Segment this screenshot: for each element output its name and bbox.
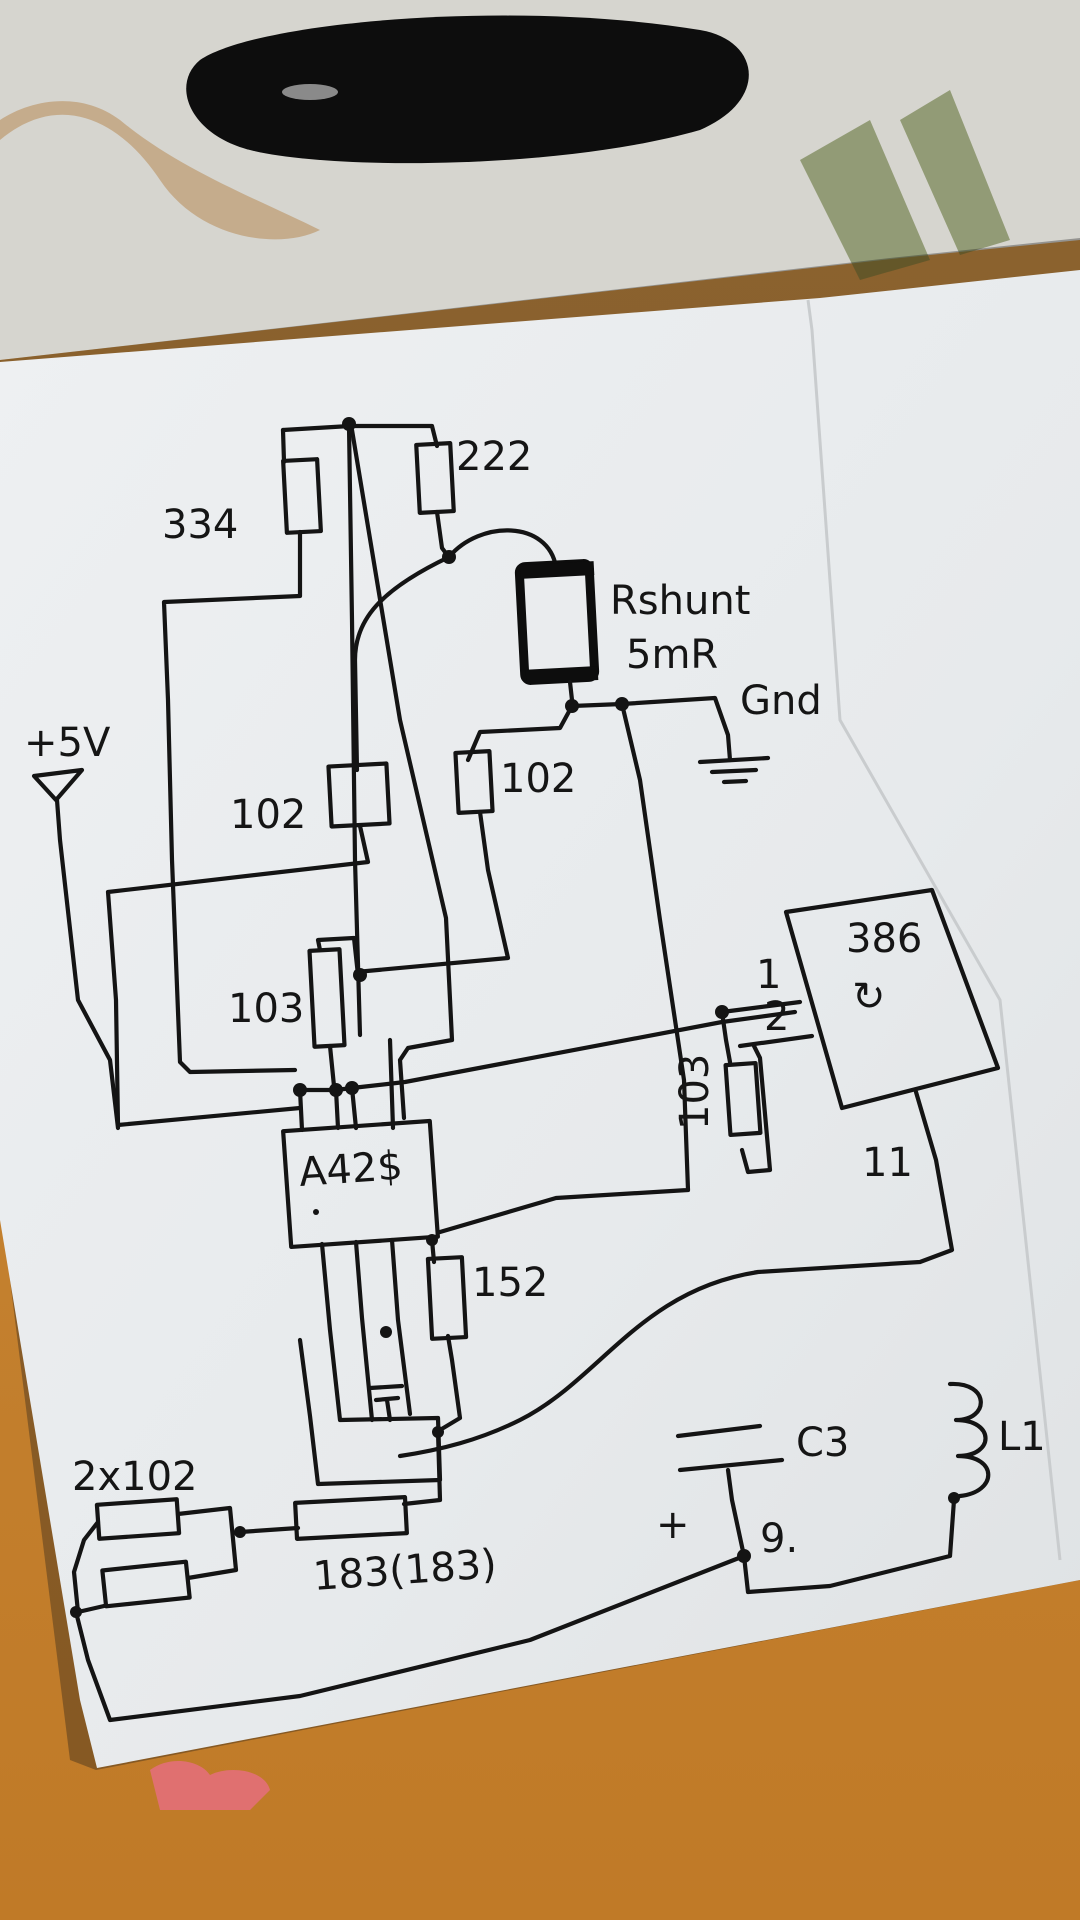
wire-pin2: [737, 1033, 815, 1049]
label-334: 334: [162, 502, 238, 548]
wire-shunt-right-down: [437, 701, 691, 1235]
resistor-183: [293, 1495, 409, 1541]
wire-334-down: [161, 529, 303, 1075]
wire-102r-down: [353, 809, 511, 975]
wire-trunk-right: [349, 427, 455, 1121]
label-c3: C3: [796, 1420, 849, 1466]
pen-highlight: [282, 84, 338, 100]
circuit: [31, 417, 1001, 1723]
wire-103l: [315, 935, 361, 1089]
cloth-stripes: [800, 90, 1010, 280]
wire-c3: [725, 1467, 957, 1595]
paper-edge-pink: [150, 1760, 270, 1810]
label-l1: L1: [998, 1414, 1046, 1460]
wire-2x102-bus: [71, 1505, 239, 1615]
inductor-l1: [947, 1381, 991, 1501]
wire-q-bus: [297, 1009, 798, 1093]
wire-pin11: [397, 1089, 955, 1459]
gnd-symbol: [697, 755, 771, 785]
junction-cap: [380, 1326, 392, 1338]
wire-gnd: [569, 695, 733, 763]
label-shunt-value: 5mR: [626, 632, 718, 678]
wire-103r: [719, 1009, 773, 1175]
label-103-right: 103: [672, 1054, 718, 1130]
wire-top-bus: [280, 423, 440, 449]
wire-to-shunt: [446, 528, 559, 570]
label-pin11: 11: [862, 1140, 913, 1186]
wire-334-top: [280, 427, 287, 465]
label-386-symbol: ↻: [852, 974, 886, 1020]
label-gnd: Gnd: [740, 678, 822, 724]
resistor-334: [281, 457, 323, 535]
wire-below-q2: [353, 1237, 413, 1423]
wire-pins: [297, 1037, 396, 1133]
shunt-resistor-cap-bottom: [525, 666, 599, 684]
transistor-body: [281, 1118, 440, 1250]
wire-supply: [54, 797, 121, 1131]
pen: [186, 15, 749, 164]
transistor-dot: [313, 1209, 319, 1215]
label-386: 386: [846, 916, 922, 962]
wire-trunk-left: [346, 423, 363, 1038]
label-plus: +: [656, 1502, 690, 1548]
wire-102l-down: [105, 823, 371, 1128]
resistor-103-right: [723, 1060, 763, 1138]
wire-bottom-loop: [73, 1553, 747, 1723]
wire-222-to-102: [352, 554, 452, 773]
paper-sheet: [0, 270, 1080, 1768]
label-pin9: 9.: [760, 1516, 798, 1562]
label-pin1: 1: [756, 952, 781, 998]
capacitor-small: [367, 1383, 405, 1423]
label-2x102: 2x102: [72, 1454, 197, 1500]
wire-152: [429, 1237, 463, 1433]
wire-183: [401, 1429, 443, 1507]
wire-shunt-to-102r: [465, 703, 575, 763]
label-152: 152: [472, 1260, 548, 1306]
capacitor-c3: [675, 1423, 785, 1473]
wire-183-left: [237, 1525, 301, 1535]
label-pin2: 2: [764, 994, 789, 1040]
junction-2x102-right: [234, 1526, 246, 1538]
shunt-resistor-cap-top: [519, 561, 595, 579]
wire-shunt-bottom: [567, 679, 575, 703]
label-5v: +5V: [24, 720, 111, 766]
label-222: 222: [456, 434, 532, 480]
cloth-pattern: [0, 101, 320, 240]
junction-l1: [948, 1492, 960, 1504]
label-102-right: 102: [500, 756, 576, 802]
label-rshunt: Rshunt: [610, 578, 750, 624]
supply-symbol: [31, 767, 85, 803]
wire-pin1: [719, 999, 803, 1015]
resistor-102-right: [453, 749, 495, 815]
label-102-left: 102: [230, 792, 306, 838]
paper-fold: [806, 299, 1062, 1561]
ic-386-body: [783, 887, 1001, 1111]
label-transistor: A42$: [297, 1143, 404, 1196]
label-103-left: 103: [228, 986, 304, 1032]
